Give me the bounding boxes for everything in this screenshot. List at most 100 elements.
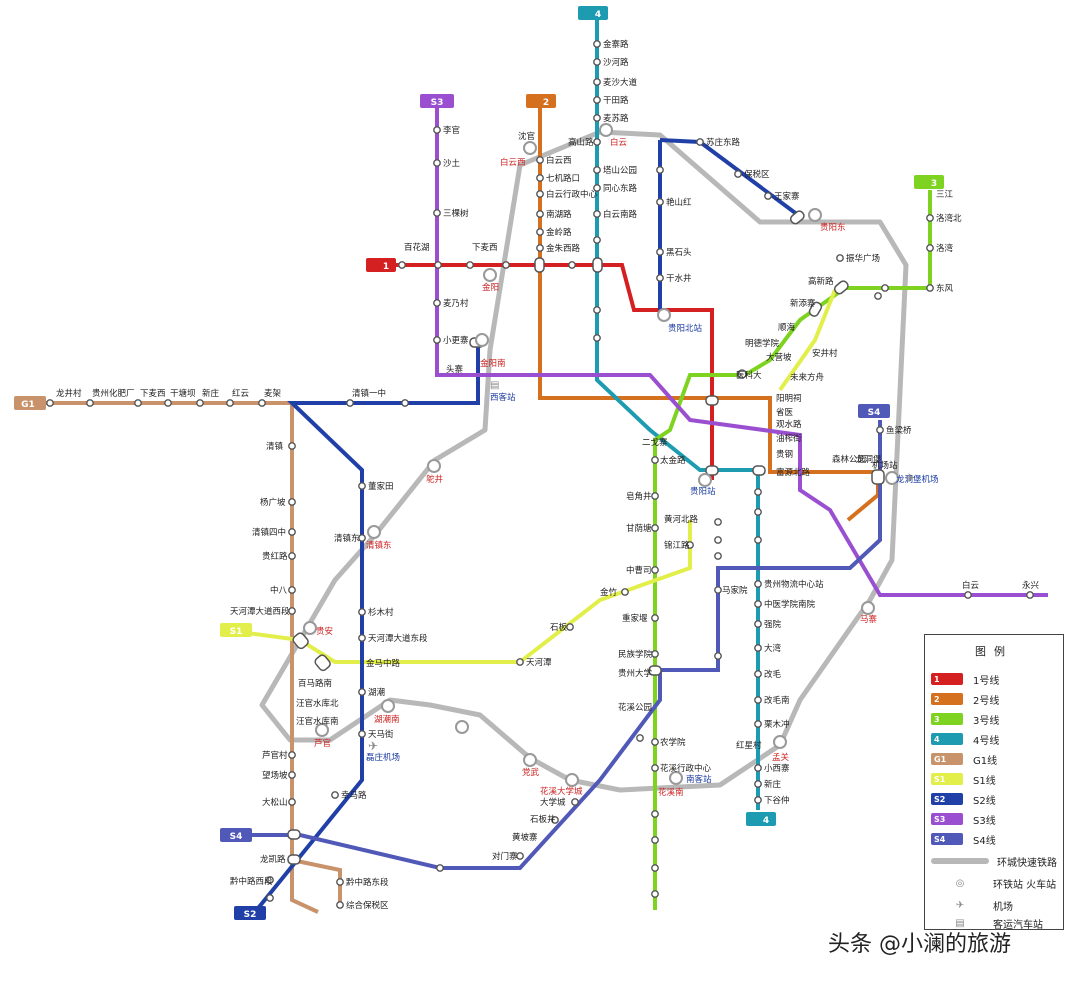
svg-text:黔中路西段: 黔中路西段 [230, 876, 273, 887]
svg-text:大学城: 大学城 [540, 797, 566, 808]
badge-line2: 2 [526, 94, 556, 108]
svg-text:皂角井: 皂角井 [626, 491, 652, 502]
svg-text:鱼梁桥: 鱼梁桥 [886, 425, 912, 436]
svg-text:石板: 石板 [550, 622, 568, 633]
line-s3 [435, 102, 1048, 597]
svg-text:贵州化肥厂: 贵州化肥厂 [92, 388, 135, 399]
legend-row-airport: ✈机场 [931, 897, 1013, 913]
svg-text:金岭路: 金岭路 [546, 227, 572, 238]
svg-text:干田路: 干田路 [603, 95, 629, 106]
svg-text:森林公园: 森林公园 [832, 454, 866, 465]
svg-text:贵州物流中心站: 贵州物流中心站 [764, 579, 824, 590]
svg-text:下麦西: 下麦西 [140, 388, 166, 399]
svg-text:锦江路: 锦江路 [664, 540, 690, 551]
svg-text:花溪公园: 花溪公园 [618, 702, 652, 713]
svg-text:明德学院: 明德学院 [745, 338, 780, 349]
svg-text:白云西: 白云西 [500, 157, 526, 168]
svg-text:董家田: 董家田 [368, 481, 394, 492]
badge-s1: S1 [220, 623, 252, 637]
svg-text:甘荫塘: 甘荫塘 [626, 523, 652, 534]
svg-text:洛湾: 洛湾 [936, 243, 954, 254]
svg-text:湖潮: 湖潮 [368, 687, 385, 698]
svg-text:综合保税区: 综合保税区 [346, 900, 389, 911]
svg-text:强院: 强院 [764, 619, 782, 630]
svg-text:重家堰: 重家堰 [622, 613, 648, 624]
svg-text:贵州大学: 贵州大学 [618, 668, 653, 679]
svg-text:黄河北路: 黄河北路 [664, 514, 699, 525]
svg-text:大湾: 大湾 [764, 643, 782, 654]
svg-text:贵钢: 贵钢 [776, 449, 793, 460]
svg-text:天河潭大道东段: 天河潭大道东段 [368, 633, 428, 644]
line-s4 [250, 420, 882, 870]
svg-text:S4: S4 [230, 832, 243, 842]
svg-text:龙凯路: 龙凯路 [260, 854, 286, 865]
svg-text:永兴: 永兴 [1022, 580, 1040, 591]
svg-text:二戈寨: 二戈寨 [642, 437, 668, 448]
svg-text:石板井: 石板井 [530, 814, 556, 825]
svg-text:塔山公园: 塔山公园 [603, 165, 637, 176]
svg-text:天河潭: 天河潭 [526, 657, 552, 668]
svg-text:S2: S2 [244, 910, 257, 920]
svg-text:东风: 东风 [936, 283, 954, 294]
svg-text:安井村: 安井村 [812, 348, 838, 359]
rail-station-icons [303, 123, 899, 787]
svg-text:1: 1 [383, 262, 389, 272]
svg-text:G1: G1 [21, 400, 35, 410]
bus-icon: ▤ [955, 917, 965, 929]
svg-text:清镇东: 清镇东 [366, 540, 392, 551]
stations [46, 40, 1034, 909]
svg-text:顺海: 顺海 [778, 322, 796, 333]
svg-text:艳山红: 艳山红 [666, 197, 692, 208]
bus-icon: ▤ [490, 380, 499, 391]
svg-text:栗木冲: 栗木冲 [764, 719, 790, 730]
svg-text:干塘坝: 干塘坝 [170, 388, 196, 399]
legend-title: 图例 [975, 645, 1013, 658]
svg-text:望场坡: 望场坡 [262, 770, 288, 781]
svg-text:金阳南: 金阳南 [480, 358, 506, 369]
svg-text:省医: 省医 [776, 407, 794, 418]
svg-text:小西寨: 小西寨 [764, 763, 790, 774]
svg-text:金阳: 金阳 [482, 282, 499, 293]
badge-s4-right: S4 [858, 404, 890, 418]
svg-text:太金路: 太金路 [660, 455, 686, 466]
badge-s2: S2 [234, 906, 266, 920]
airplane-icon: ✈ [368, 739, 378, 753]
svg-text:麦沙大道: 麦沙大道 [603, 77, 638, 88]
svg-text:中曹司: 中曹司 [626, 565, 652, 576]
svg-text:洛湾北: 洛湾北 [936, 213, 962, 224]
svg-text:振华广场: 振华广场 [846, 253, 880, 264]
svg-text:清镇一中: 清镇一中 [352, 388, 386, 399]
svg-text:花溪行政中心: 花溪行政中心 [660, 763, 712, 774]
svg-text:未来方舟: 未来方舟 [790, 372, 825, 383]
svg-text:芦官: 芦官 [314, 738, 331, 749]
svg-text:保税区: 保税区 [744, 169, 770, 180]
svg-text:花溪南: 花溪南 [658, 787, 684, 798]
svg-text:贵阳站: 贵阳站 [690, 486, 716, 497]
svg-text:贵安: 贵安 [316, 626, 333, 637]
svg-text:汪官水库北: 汪官水库北 [296, 698, 339, 709]
svg-text:小更寨: 小更寨 [443, 335, 469, 346]
svg-text:改毛: 改毛 [764, 669, 782, 680]
svg-text:改毛南: 改毛南 [764, 695, 790, 706]
svg-text:汪官水库南: 汪官水库南 [296, 716, 339, 727]
svg-text:白云西: 白云西 [546, 155, 572, 166]
svg-text:苏庄东路: 苏庄东路 [706, 137, 741, 148]
svg-text:南客站: 南客站 [686, 774, 712, 785]
line-3 [653, 190, 932, 910]
svg-text:民族学院: 民族学院 [618, 649, 653, 660]
svg-text:黑石头: 黑石头 [666, 247, 692, 258]
badge-line3: 3 [914, 175, 944, 189]
badge-g1: G1 [14, 396, 46, 410]
svg-text:高新路: 高新路 [808, 276, 834, 287]
svg-text:下谷仲: 下谷仲 [764, 795, 790, 806]
svg-text:富源北路: 富源北路 [776, 467, 811, 478]
line-4 [595, 18, 760, 810]
airplane-icon: ✈ [905, 471, 915, 485]
svg-text:清镇: 清镇 [266, 441, 284, 452]
svg-text:磊庄机场: 磊庄机场 [366, 752, 400, 763]
